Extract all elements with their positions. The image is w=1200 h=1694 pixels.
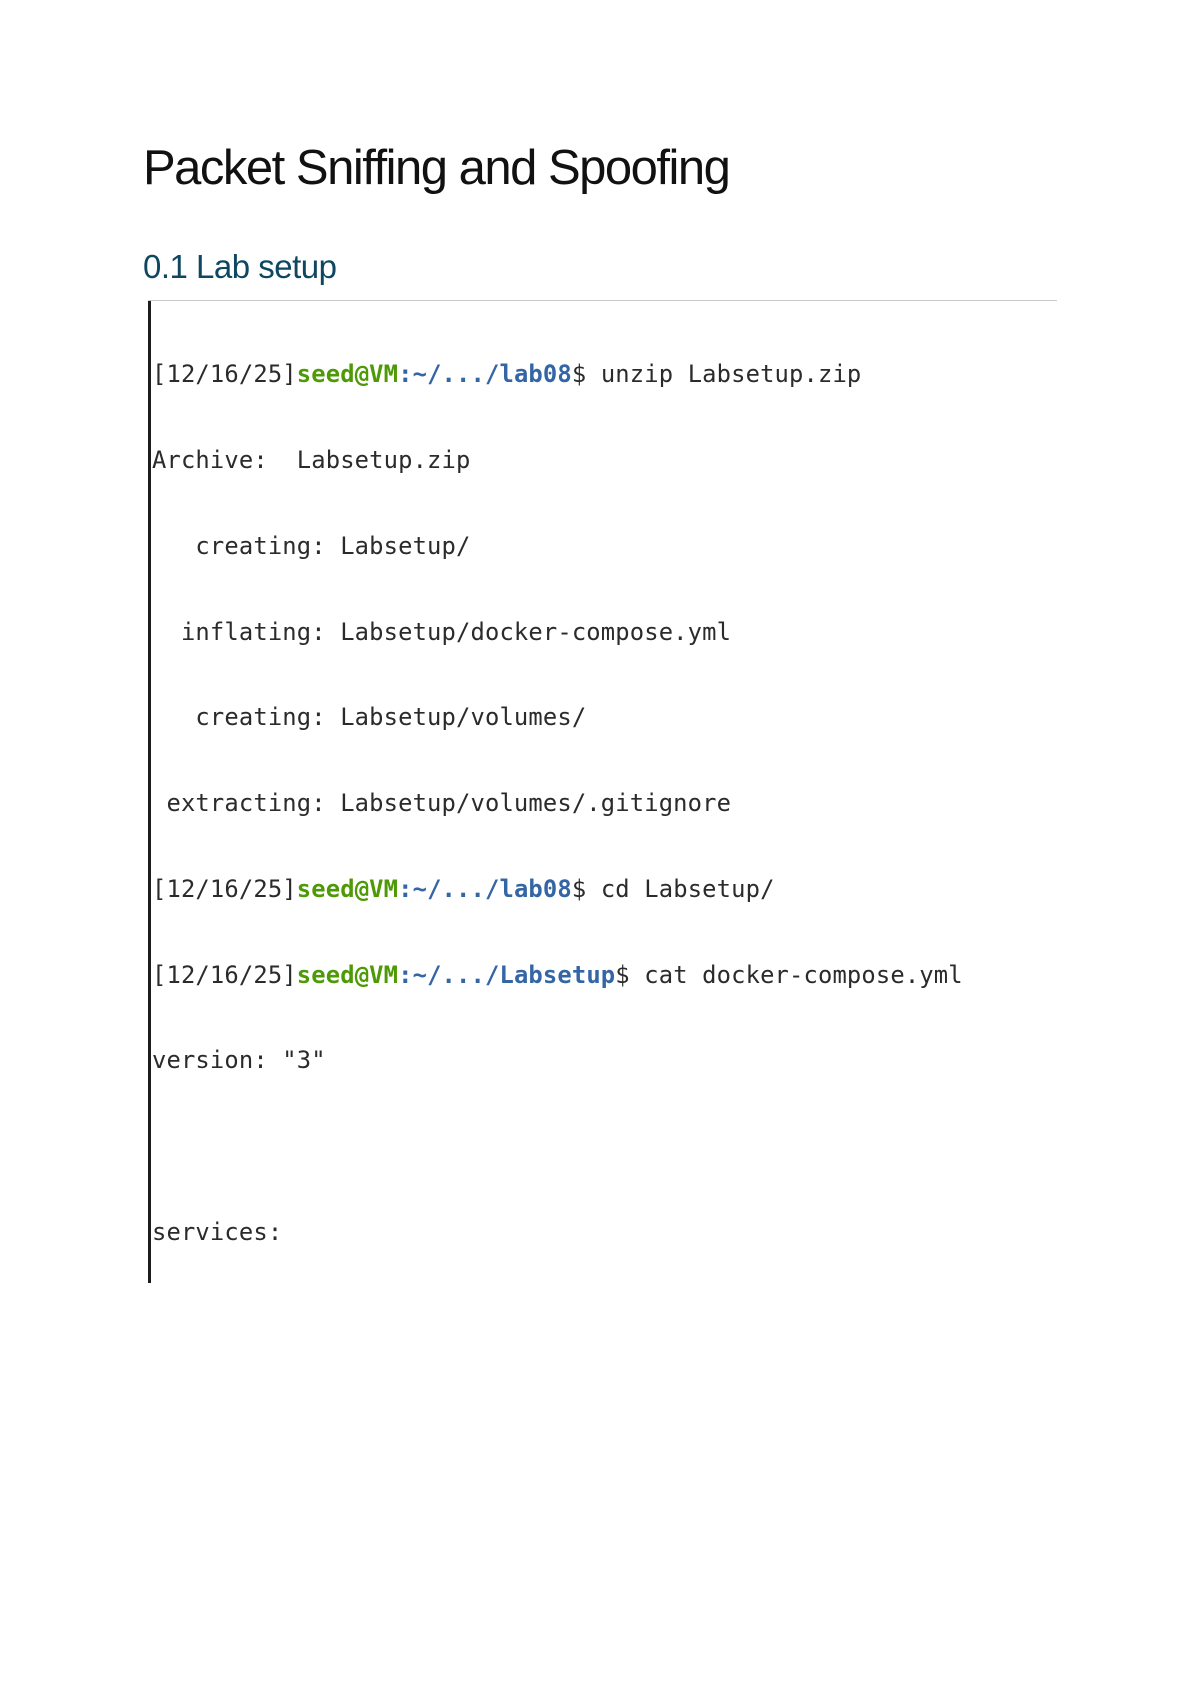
prompt-path: :~/.../Labsetup bbox=[398, 960, 616, 989]
section-heading-lab-setup: 0.1 Lab setup bbox=[143, 248, 337, 285]
page-title: Packet Sniffing and Spoofing bbox=[143, 141, 731, 195]
output-line: creating: Labsetup/volumes/ bbox=[152, 703, 587, 732]
prompt-symbol: $ bbox=[571, 360, 601, 389]
prompt-command: unzip Labsetup.zip bbox=[600, 360, 862, 389]
prompt-symbol: $ bbox=[571, 874, 601, 903]
prompt-line-unzip: [12/16/25]seed@VM:~/.../lab08$ unzip Lab… bbox=[152, 360, 977, 389]
prompt-date: [12/16/25] bbox=[152, 874, 297, 903]
terminal-output: [12/16/25]seed@VM:~/.../lab08$ unzip Lab… bbox=[152, 303, 977, 1283]
prompt-user: seed@VM bbox=[296, 960, 399, 989]
prompt-date: [12/16/25] bbox=[152, 960, 297, 989]
yaml-line bbox=[152, 1132, 977, 1161]
prompt-path: :~/.../lab08 bbox=[398, 360, 572, 389]
prompt-symbol: $ bbox=[615, 960, 645, 989]
prompt-user: seed@VM bbox=[296, 874, 399, 903]
prompt-command: cat docker-compose.yml bbox=[644, 960, 963, 989]
prompt-date: [12/16/25] bbox=[152, 360, 297, 389]
prompt-line-cat: [12/16/25]seed@VM:~/.../Labsetup$ cat do… bbox=[152, 961, 977, 990]
terminal-screenshot: [12/16/25]seed@VM:~/.../lab08$ unzip Lab… bbox=[148, 300, 1057, 1283]
prompt-path: :~/.../lab08 bbox=[398, 874, 572, 903]
prompt-user: seed@VM bbox=[296, 360, 399, 389]
yaml-line: version: "3" bbox=[152, 1046, 326, 1075]
output-line: Archive: Labsetup.zip bbox=[152, 445, 471, 474]
output-line: creating: Labsetup/ bbox=[152, 531, 471, 560]
prompt-command: cd Labsetup/ bbox=[600, 874, 775, 903]
prompt-line-cd: [12/16/25]seed@VM:~/.../lab08$ cd Labset… bbox=[152, 875, 977, 904]
output-line: inflating: Labsetup/docker-compose.yml bbox=[152, 617, 732, 646]
yaml-line: services: bbox=[152, 1218, 283, 1246]
output-line: extracting: Labsetup/volumes/.gitignore bbox=[152, 789, 732, 818]
